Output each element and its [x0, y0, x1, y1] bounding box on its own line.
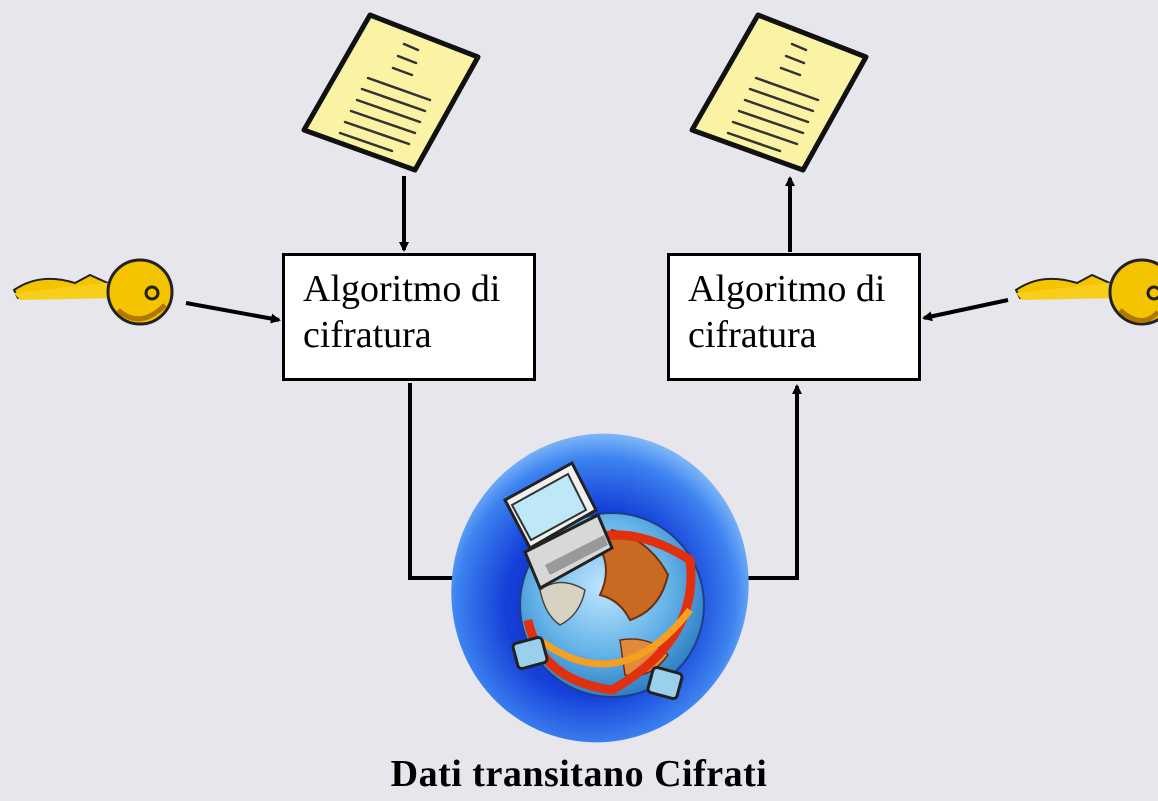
- encryption-algorithm-box-right: Algoritmo di cifratura: [667, 253, 921, 381]
- box-right-line2: cifratura: [688, 314, 817, 356]
- key-icon: [12, 258, 174, 326]
- box-left-line2: cifratura: [303, 314, 432, 356]
- line-left-box-to-globe: [408, 383, 460, 580]
- document-icon: [301, 12, 481, 173]
- box-left-line1: Algoritmo di: [303, 268, 501, 310]
- arrow-key-to-right-box: [922, 298, 1009, 322]
- box-right-line1: Algoritmo di: [688, 268, 886, 310]
- globe-network-icon: [451, 433, 749, 743]
- document-icon: [689, 12, 869, 173]
- key-icon: [1014, 258, 1158, 326]
- encryption-algorithm-box-left: Algoritmo di cifratura: [282, 253, 536, 381]
- arrow-key-to-left-box: [185, 301, 281, 324]
- diagram-caption: Dati transitano Cifrati: [390, 753, 768, 795]
- arrow-globe-to-right-box: [748, 384, 802, 580]
